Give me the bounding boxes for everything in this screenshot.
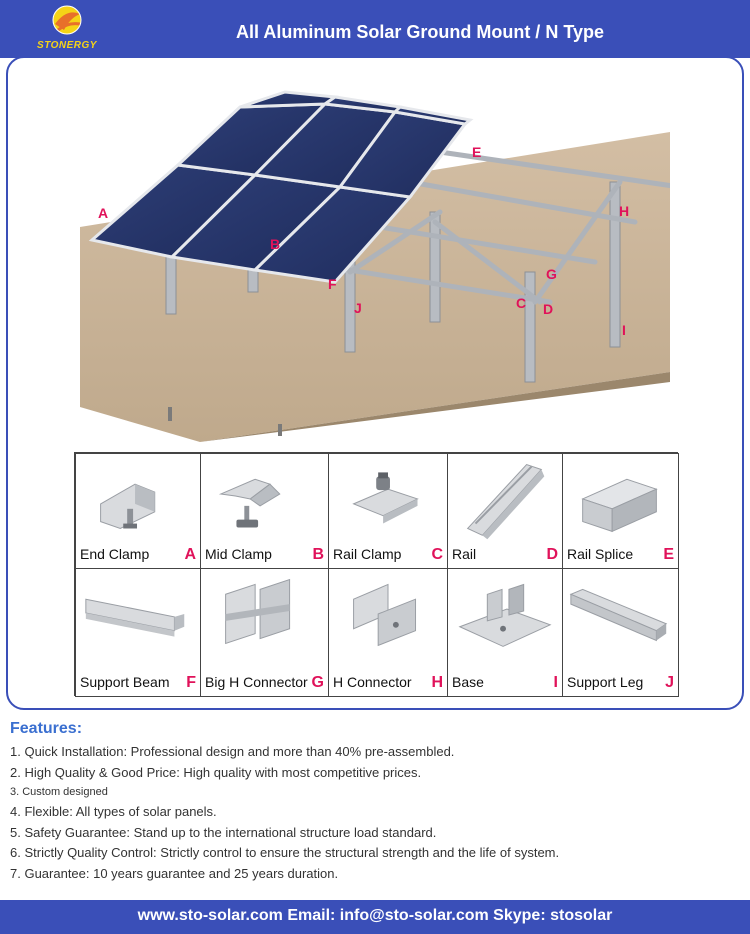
part-name: Mid Clamp	[205, 546, 272, 562]
header-bar: STONERGY All Aluminum Solar Ground Mount…	[0, 0, 750, 58]
part-cell-big-h-connector[interactable]: Big H Connector G	[200, 568, 329, 697]
part-name: Big H Connector	[205, 674, 308, 690]
contact-info[interactable]: www.sto-solar.com Email: info@sto-solar.…	[137, 907, 613, 924]
feature-item: 5. Safety Guarantee: Stand up to the int…	[10, 824, 437, 840]
scene-label-f: F	[328, 276, 337, 292]
end-clamp-icon	[100, 483, 156, 530]
part-letter: A	[184, 546, 196, 563]
part-name: Rail	[452, 546, 477, 562]
part-cell-support-leg[interactable]: Support Leg J	[562, 568, 679, 697]
part-letter: E	[663, 546, 674, 563]
rail-clamp-icon	[352, 472, 419, 524]
part-cell-mid-clamp[interactable]: Mid Clamp B	[200, 453, 329, 569]
support-beam-icon	[85, 598, 185, 637]
ground-mount-illustration: A B C D E F G H I J	[80, 72, 683, 442]
h-connector-icon	[353, 583, 417, 647]
part-letter: C	[431, 546, 443, 563]
logo-text: STONERGY	[37, 40, 97, 51]
support-leg-icon	[569, 588, 668, 642]
part-letter: B	[312, 546, 324, 563]
stonergy-logo[interactable]: STONERGY	[22, 0, 112, 58]
scene-label-i: I	[622, 322, 626, 338]
part-cell-support-beam[interactable]: Support Beam F	[75, 568, 201, 697]
part-name: Rail Splice	[567, 546, 634, 562]
part-letter: F	[186, 674, 196, 691]
part-letter: J	[665, 674, 674, 691]
feature-item: 2. High Quality & Good Price: High quali…	[10, 764, 422, 780]
part-letter: I	[553, 674, 558, 691]
part-name: Support Beam	[80, 674, 170, 690]
part-letter: D	[546, 546, 558, 563]
feature-item: 6. Strictly Quality Control: Strictly co…	[10, 845, 560, 860]
feature-item: 3. Custom designed	[10, 786, 108, 798]
scene-label-j: J	[354, 300, 362, 316]
feature-item: 4. Flexible: All types of solar panels.	[10, 804, 217, 819]
scene-label-b: B	[270, 236, 280, 252]
mid-clamp-icon	[218, 478, 281, 528]
feature-item: 1. Quick Installation: Professional desi…	[10, 744, 455, 759]
part-name: Rail Clamp	[333, 546, 402, 562]
ground-mount-drawing: A B C D E F G H I J	[80, 90, 683, 442]
part-letter: H	[431, 674, 443, 691]
part-name: Support Leg	[567, 674, 644, 690]
part-name: H Connector	[333, 674, 412, 690]
sun-logo-icon	[52, 5, 82, 35]
scene-label-h: H	[619, 203, 629, 219]
part-cell-rail-splice[interactable]: Rail Splice E	[562, 453, 679, 569]
parts-table: End Clamp A Mid Clamp B Rail Clamp C Rai…	[74, 452, 679, 697]
part-cell-rail[interactable]: Rail D	[447, 453, 563, 569]
base-icon	[458, 583, 552, 647]
part-name: Base	[452, 674, 484, 690]
part-name: End Clamp	[80, 546, 150, 562]
page-title: All Aluminum Solar Ground Mount / N Type	[236, 22, 604, 42]
rail-icon	[466, 464, 545, 540]
scene-label-e: E	[472, 144, 481, 160]
rail-splice-icon	[581, 478, 658, 533]
features-heading: Features:	[10, 720, 83, 737]
scene-label-d: D	[543, 301, 553, 317]
part-cell-h-connector[interactable]: H Connector H	[328, 568, 448, 697]
features-list: 1. Quick Installation: Professional desi…	[10, 742, 730, 884]
scene-label-a: A	[98, 205, 108, 221]
part-cell-base[interactable]: Base I	[447, 568, 563, 697]
big-h-connector-icon	[225, 578, 291, 645]
feature-item: 7. Guarantee: 10 years guarantee and 25 …	[10, 865, 339, 881]
scene-label-g: G	[546, 266, 557, 282]
part-cell-end-clamp[interactable]: End Clamp A	[75, 453, 201, 569]
scene-label-c: C	[516, 295, 526, 311]
part-letter: G	[311, 674, 324, 691]
part-cell-rail-clamp[interactable]: Rail Clamp C	[328, 453, 448, 569]
footer-bar: www.sto-solar.com Email: info@sto-solar.…	[0, 900, 750, 934]
